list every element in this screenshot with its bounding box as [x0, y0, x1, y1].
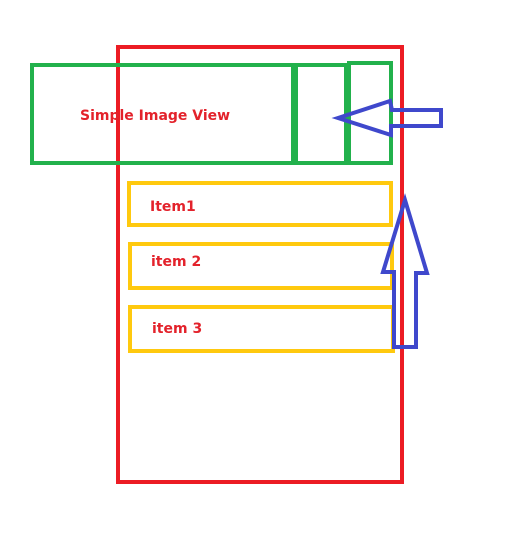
image-view-label: Simple Image View — [80, 108, 231, 124]
left-arrow-icon — [331, 98, 443, 138]
item-2-box — [128, 242, 394, 290]
image-view-box-second — [294, 63, 348, 165]
container-box — [116, 45, 404, 484]
item-1-box — [127, 181, 393, 227]
item-2-label: item 2 — [151, 254, 202, 270]
item-3-label: item 3 — [152, 321, 203, 337]
up-arrow-icon — [380, 193, 430, 349]
item-1-label: Item1 — [150, 199, 196, 215]
image-view-box — [30, 63, 295, 165]
